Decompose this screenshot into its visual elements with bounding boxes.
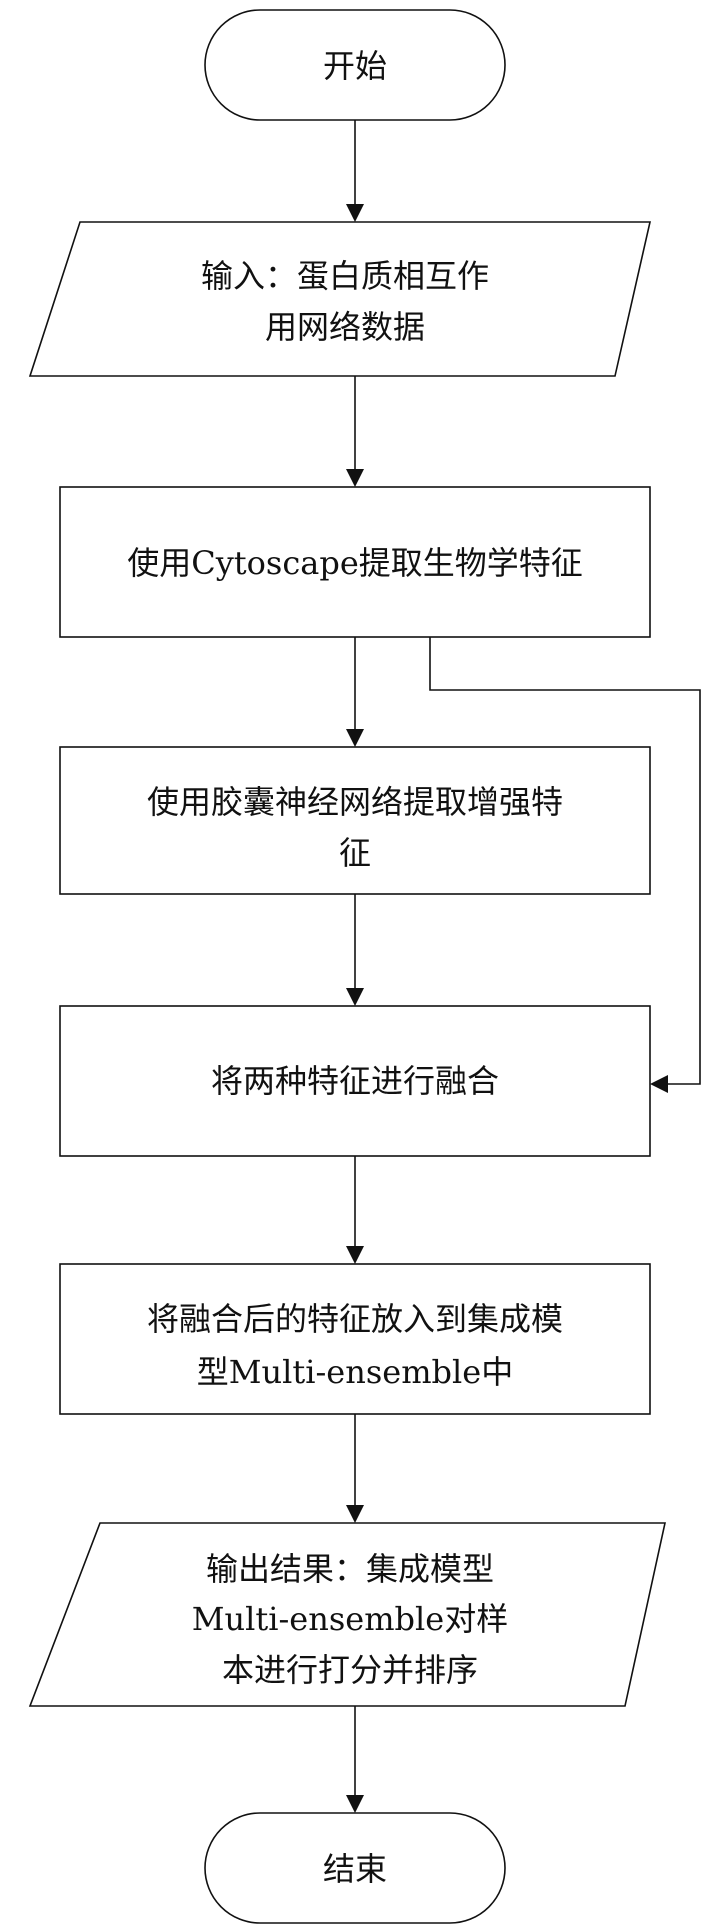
process-cytoscape-node: 使用Cytoscape提取生物学特征	[59, 486, 651, 638]
process-capsule-label-line-1: 使用胶囊神经网络提取增强特	[147, 783, 563, 821]
arrowhead-end	[346, 1795, 364, 1813]
process-ensemble-label-line-2: 型Multi-ensemble中	[197, 1353, 513, 1391]
process-capsule-node: 使用胶囊神经网络提取增强特 征	[59, 746, 651, 895]
input-node: 输入：蛋白质相互作 用网络数据	[28, 221, 652, 377]
start-node: 开始	[204, 9, 506, 121]
input-label-line-1: 输入：蛋白质相互作	[201, 257, 489, 295]
process-cytoscape-label: 使用Cytoscape提取生物学特征	[127, 544, 583, 582]
end-node: 结束	[204, 1812, 506, 1924]
arrowhead-input	[346, 204, 364, 222]
process-ensemble-label-line-1: 将融合后的特征放入到集成模	[147, 1300, 563, 1338]
output-label-line-3: 本进行打分并排序	[222, 1651, 478, 1689]
arrowhead-cytoscape	[346, 469, 364, 487]
process-capsule-label-line-2: 征	[339, 834, 371, 872]
arrowhead-ensemble	[346, 1246, 364, 1264]
input-label-line-2: 用网络数据	[265, 308, 425, 346]
output-label-line-1: 输出结果：集成模型	[206, 1550, 494, 1588]
start-label: 开始	[323, 47, 387, 85]
arrowhead-fusion-side	[650, 1075, 668, 1093]
process-ensemble-node: 将融合后的特征放入到集成模 型Multi-ensemble中	[59, 1263, 651, 1415]
process-fusion-node: 将两种特征进行融合	[59, 1005, 651, 1157]
arrowhead-capsule	[346, 729, 364, 747]
output-node: 输出结果：集成模型 Multi-ensemble对样 本进行打分并排序	[28, 1522, 666, 1707]
arrowhead-output	[346, 1505, 364, 1523]
end-label: 结束	[323, 1850, 387, 1888]
arrow-cytoscape-bypass-to-fusion	[429, 637, 701, 1085]
output-label-line-2: Multi-ensemble对样	[192, 1600, 508, 1638]
process-fusion-label: 将两种特征进行融合	[211, 1062, 499, 1100]
arrowhead-fusion	[346, 988, 364, 1006]
